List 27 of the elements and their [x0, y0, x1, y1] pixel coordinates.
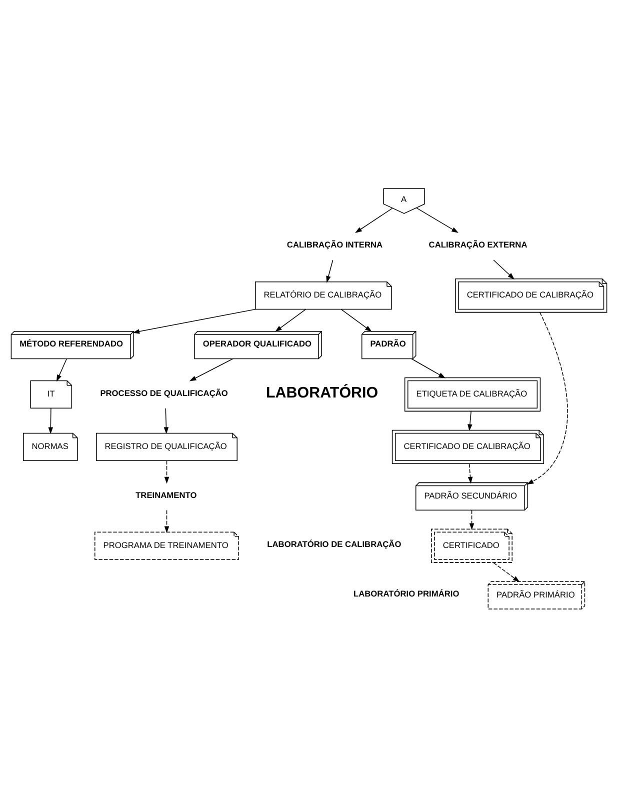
arrow: [164, 408, 169, 434]
arrow: [56, 358, 67, 382]
node-box: ETIQUETA DE CALIBRAÇÃO: [404, 377, 541, 412]
node-text: PROCESSO DE QUALIFICAÇÃO: [100, 388, 228, 398]
arrow: [493, 562, 520, 582]
arrow: [416, 208, 458, 233]
arrow: [164, 460, 170, 484]
arrow: [468, 464, 473, 484]
arrow: [48, 408, 54, 434]
arrow: [411, 358, 446, 378]
arrow: [526, 312, 568, 484]
arrow: [355, 208, 393, 233]
arrow: [340, 309, 372, 332]
arrow: [493, 260, 514, 280]
label: LABORATÓRIO: [266, 384, 378, 402]
node-text: CALIBRAÇÃO EXTERNA: [428, 240, 528, 250]
node-text: CALIBRAÇÃO INTERNA: [286, 240, 383, 250]
arrow: [468, 410, 472, 432]
arrow: [132, 308, 256, 334]
arrow: [326, 260, 334, 283]
label: LABORATÓRIO DE CALIBRAÇÃO: [267, 539, 402, 550]
arrow: [164, 510, 170, 534]
label: LABORATÓRIO PRIMÁRIO: [353, 588, 460, 599]
arrow: [469, 510, 474, 530]
node-text: TREINAMENTO: [136, 490, 197, 500]
arrow: [274, 309, 306, 332]
arrow: [189, 358, 234, 382]
